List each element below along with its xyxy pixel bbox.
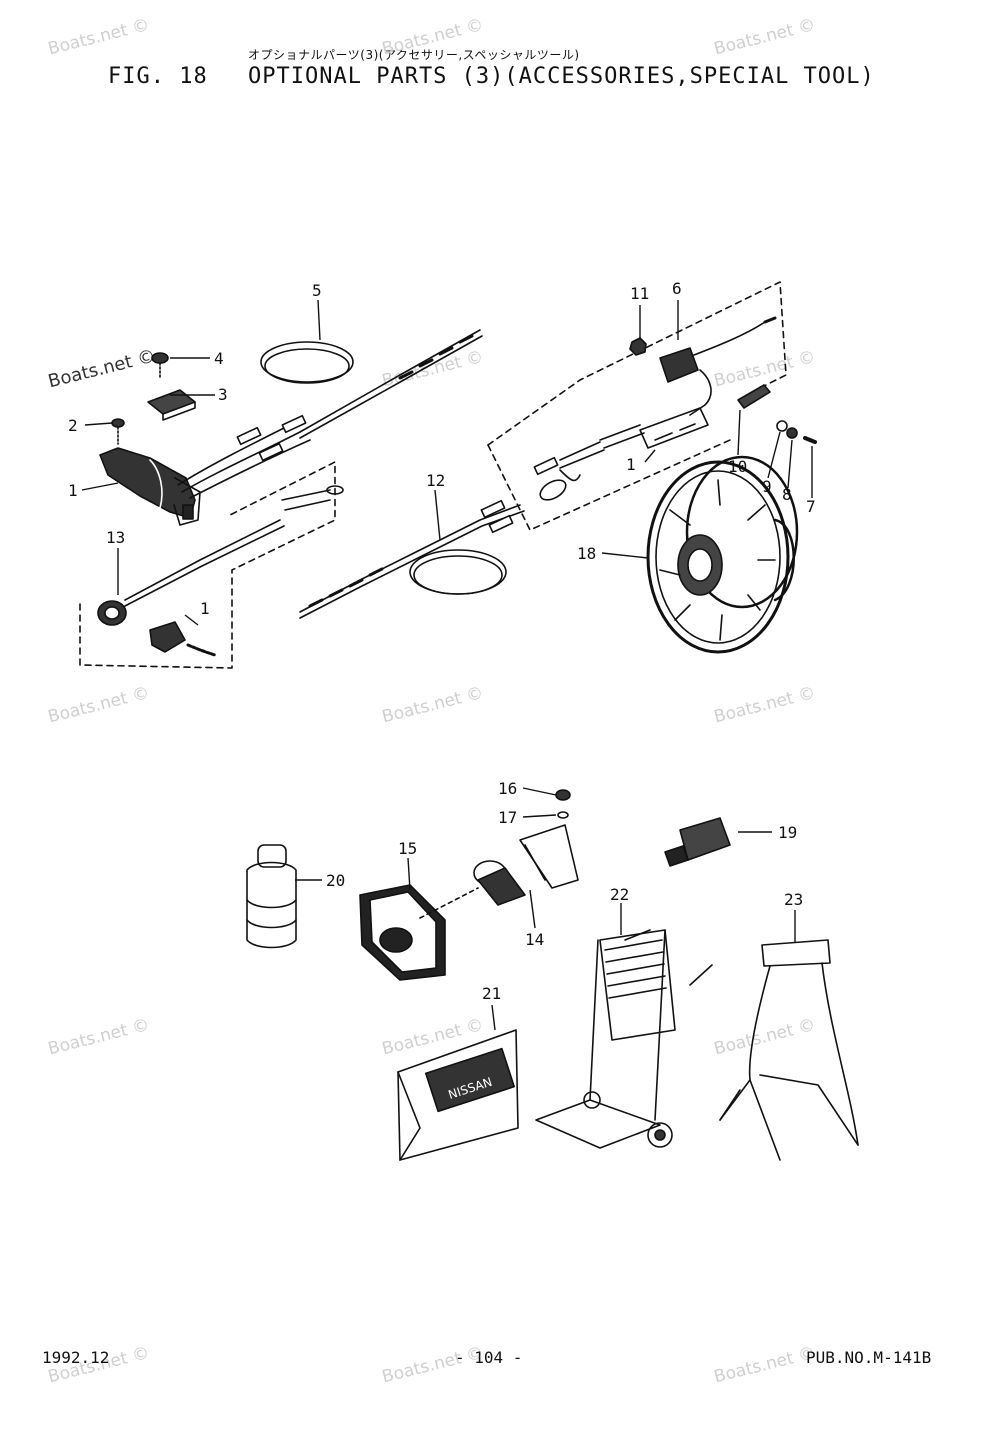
callout-number: 7 [806,497,816,516]
callout-number: 14 [525,930,544,949]
footer-publication-number: PUB.NO.M-141B [806,1348,932,1367]
callout-number: 1 [68,481,78,500]
figure-label: FIG. 18 [108,64,208,89]
engine-cart [535,929,713,1149]
callout-number: 5 [312,281,322,300]
callout-number: 22 [610,885,629,904]
callout-number: 17 [498,808,517,827]
callout-number: 1 [200,599,210,618]
cable-reel [646,455,799,654]
footer-page-number: - 104 - [455,1348,523,1367]
callout-number: 16 [498,779,517,798]
callout-number: 4 [214,349,224,368]
callout-number: 23 [784,890,803,909]
callout-number: 10 [728,457,747,476]
callout-number: 1 [626,455,636,474]
throttle-handle [473,824,579,906]
screw-icon [111,418,125,445]
clamp-icon [147,389,196,421]
callout-number: 2 [68,416,78,435]
nut-icon [629,337,647,356]
callout-number: 21 [482,984,501,1003]
callout-number: 18 [577,544,596,563]
bolt-icon [151,352,169,379]
footer-date: 1992.12 [42,1348,110,1367]
engine-stand [719,939,859,1161]
callout-number: 19 [778,823,797,842]
storage-bag: NISSAN [397,1029,519,1161]
callout-number: 13 [106,528,125,547]
callout-number: 3 [218,385,228,404]
callout-number: 8 [782,485,792,504]
remote-control-box [359,884,446,981]
spray-can [246,844,297,949]
callout-number: 12 [426,471,445,490]
callout-number: 9 [762,477,772,496]
callout-number: 20 [326,871,345,890]
figure-title: OPTIONAL PARTS (3)(ACCESSORIES,SPECIAL T… [248,64,875,89]
callout-number: 15 [398,839,417,858]
japanese-subtitle: オプショナルパーツ(3)(アクセサリー,スペッシャルツール) [248,48,580,62]
coil-assembly [99,447,201,526]
callout-number: 6 [672,279,682,298]
callout-number: 11 [630,284,649,303]
junction-box [659,316,777,383]
sensor-plug [664,817,731,867]
